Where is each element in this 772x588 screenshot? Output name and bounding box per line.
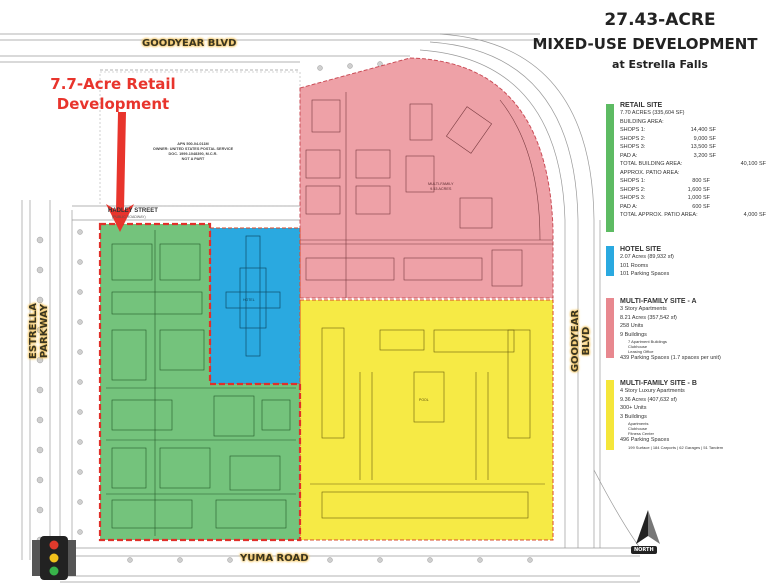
legend-hotel-parking: 101 Parking Spaces xyxy=(620,271,670,277)
multifamily-a-buildings xyxy=(300,92,553,298)
goodyear-blvd-north-road xyxy=(0,33,540,71)
legend-mfb-b2: Clubhouse xyxy=(628,426,648,431)
title-line-2: MIXED-USE DEVELOPMENT xyxy=(532,35,758,53)
multifamily-b-buildings xyxy=(310,327,545,519)
traffic-signal-icon xyxy=(32,536,76,580)
legend-mfb-b3: Fitness Center xyxy=(628,431,655,436)
road-label-goodyear-north: GOODYEAR BLVD xyxy=(142,38,237,49)
legend-mfb-units: 300+ Units xyxy=(620,405,647,411)
retail-buildings xyxy=(106,230,296,536)
legend-retail-shops1: SHOPS 1:14,400 SF xyxy=(620,127,716,133)
parcel-note: APN 500-04-011M OWNER: UNITED STATES POS… xyxy=(148,142,238,162)
legend-hotel-rooms: 101 Rooms xyxy=(620,262,649,269)
road-label-hadley: HADLEY STREET xyxy=(108,208,158,214)
legend-mfa-buildings: 9 Buildings xyxy=(620,331,647,338)
legend-mfb-parking: 496 Parking Spaces xyxy=(620,437,670,443)
retail-arrow xyxy=(106,112,134,232)
multifamily-plan-label-name: MULTI-FAMILY xyxy=(428,182,454,186)
legend-mfb-type: 4 Story Luxury Apartments xyxy=(620,388,685,394)
retail-callout-line-1: 7.7-Acre Retail xyxy=(50,75,176,93)
legend-retail-shops2: SHOPS 2:9,000 SF xyxy=(620,135,716,142)
legend-retail-shops3: SHOPS 3:13,500 SF xyxy=(620,144,716,150)
legend-retail: RETAIL SITE 7.70 ACRES (335,604 SF) BUIL… xyxy=(620,102,768,220)
legend-mfa-units: 258 Units xyxy=(620,323,644,329)
hotel-plan-label: HOTEL xyxy=(243,298,255,302)
legend-mfa-b1: 7 Apartment Buildings xyxy=(628,339,667,344)
legend-hotel-swatch xyxy=(606,246,614,276)
hotel-site xyxy=(209,227,301,385)
legend-mfa-parking: 439 Parking Spaces (1.7 spaces per unit) xyxy=(620,355,721,361)
legend-mfa-b2: Clubhouse xyxy=(628,344,648,349)
retail-callout: 7.7-Acre Retail Development xyxy=(18,74,208,114)
legend-mfb-b1: Apartments xyxy=(628,421,649,426)
parcel-note-not-a-part: NOT A PART xyxy=(181,157,205,161)
legend-retail-pad: PAD A:3,200 SF xyxy=(620,152,716,159)
legend-mfb-swatch xyxy=(606,380,614,450)
legend-hotel: HOTEL SITE 2.07 Acres (89,932 sf) 101 Ro… xyxy=(620,246,768,279)
legend-retail-total: TOTAL BUILDING AREA:40,100 SF xyxy=(620,161,766,167)
legend-mfb: MULTI-FAMILY SITE - B 4 Story Luxury Apa… xyxy=(620,380,768,450)
road-label-yuma: YUMA ROAD xyxy=(240,553,309,564)
legend-mfb-title: MULTI-FAMILY SITE - B xyxy=(620,380,697,387)
legend-retail-acres: 7.70 ACRES (335,604 SF) xyxy=(620,110,685,116)
landscaping xyxy=(36,61,533,563)
retail-site xyxy=(98,222,302,542)
legend-retail-swatch xyxy=(606,104,614,232)
goodyear-blvd-east-road xyxy=(419,33,641,549)
pool-plan-label: POOL xyxy=(419,398,429,402)
legend-retail-title: RETAIL SITE xyxy=(620,102,663,109)
multifamily-b-site xyxy=(299,299,554,541)
legend-mfb-parking-detail: 199 Surface | 184 Carports | 62 Garages … xyxy=(628,444,724,450)
yuma-road xyxy=(60,547,640,583)
retail-callout-line-2: Development xyxy=(56,95,170,113)
legend-hotel-acres: 2.07 Acres (89,932 sf) xyxy=(620,254,674,260)
legend-retail-patio: APPROX. PATIO AREA: xyxy=(620,169,680,176)
parcel-note-owner: OWNER: UNITED STATES POSTAL SERVICE xyxy=(152,147,234,151)
estrella-parkway-road xyxy=(21,200,73,560)
legend-mfa-type: 3 Story Apartments xyxy=(620,306,667,312)
road-label-goodyear-east: GOODYEAR BLVD xyxy=(570,309,592,373)
legend-retail-building-area: BUILDING AREA: xyxy=(620,118,664,125)
usps-parcel xyxy=(99,71,301,207)
legend-mfa-swatch xyxy=(606,298,614,358)
legend-hotel-title: HOTEL SITE xyxy=(620,246,662,253)
multifamily-plan-label: MULTI-FAMILY 9.53 ACRES xyxy=(428,182,454,192)
legend-mfa-acres: 8.21 Acres (357,542 sf) xyxy=(620,314,677,321)
legend-retail-patio1: SHOPS 1:800 SF xyxy=(620,178,710,184)
legend-mfa-b3: Leasing Office xyxy=(628,349,654,354)
legend-retail-patio-total: TOTAL APPROX. PATIO AREA:4,000 SF xyxy=(620,212,766,218)
north-arrow-icon xyxy=(636,510,660,544)
parcel-note-doc: DOC. 1999-1048390, M.C.R. xyxy=(168,152,218,156)
legend-retail-patio-pad: PAD A:600 SF xyxy=(620,203,710,210)
road-label-hadley-sub: (PUBLIC ROADWAY) xyxy=(112,215,146,219)
multifamily-a-site xyxy=(299,57,554,299)
hotel-building xyxy=(225,235,281,357)
legend-mfb-acres: 9.36 Acres (407,632 sf) xyxy=(620,396,677,403)
legend-retail-patio2: SHOPS 2:1,600 SF xyxy=(620,186,710,193)
road-label-estrella: ESTRELLA PARKWAY xyxy=(28,303,50,359)
title-line-1: 27.43-ACRE xyxy=(604,10,716,30)
north-label: NORTH xyxy=(631,546,657,554)
legend-retail-patio3: SHOPS 3:1,000 SF xyxy=(620,195,710,201)
legend-mfa: MULTI-FAMILY SITE - A 3 Story Apartments… xyxy=(620,298,768,363)
legend-mfa-title: MULTI-FAMILY SITE - A xyxy=(620,298,697,305)
legend-mfb-buildings: 3 Buildings xyxy=(620,413,647,420)
title-line-3: at Estrella Falls xyxy=(612,58,708,71)
multifamily-plan-label-acres: 9.53 ACRES xyxy=(430,187,452,191)
parcel-note-apn: APN 500-04-011M xyxy=(177,142,209,146)
